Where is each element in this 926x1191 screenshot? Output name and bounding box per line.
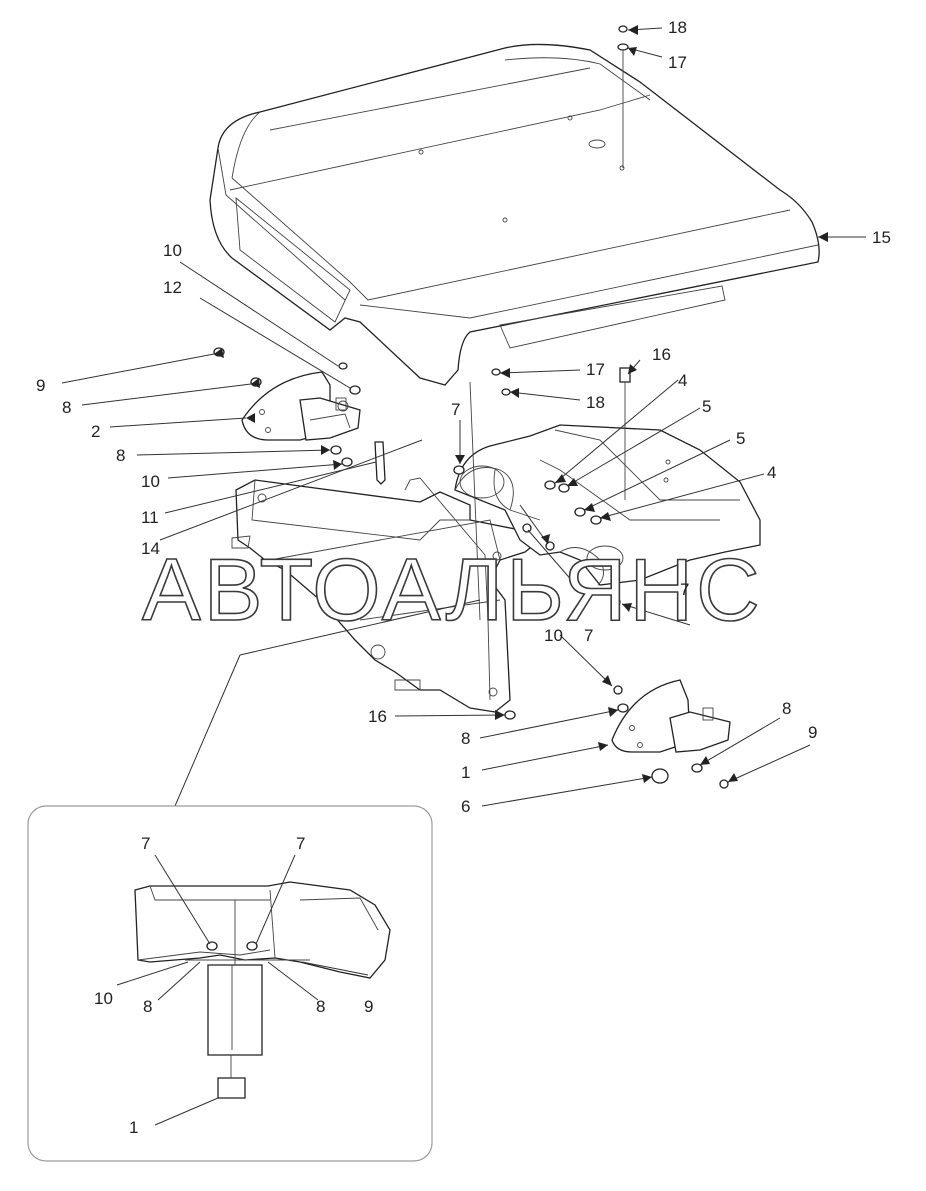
callout-16-bottom: 16 [368, 707, 387, 726]
callout-7-lower: 7 [584, 626, 593, 645]
detail-inset [27, 805, 433, 1162]
callout-1-main: 1 [461, 763, 470, 782]
inset-callout-7-left: 7 [141, 834, 150, 853]
callouts-inset: 7 7 10 8 8 9 1 [94, 834, 373, 1137]
callout-10-left: 10 [141, 472, 160, 491]
callout-9-right: 9 [808, 723, 817, 742]
callout-8-left-lower: 8 [116, 446, 125, 465]
callout-7-right: 7 [680, 580, 689, 599]
callout-18-mid: 18 [586, 393, 605, 412]
callout-15: 15 [872, 228, 891, 247]
callouts-main: 18 17 15 10 12 9 8 2 8 10 11 14 7 17 18 … [36, 18, 891, 816]
callout-10-upper: 10 [163, 241, 182, 260]
callout-5-lower: 5 [736, 429, 745, 448]
bracket-left [241, 371, 361, 441]
base-frame [231, 477, 542, 713]
callout-8-right: 8 [782, 699, 791, 718]
callout-7-center: 7 [451, 400, 460, 419]
callout-17-top: 17 [668, 53, 687, 72]
inset-callout-7-right: 7 [296, 834, 305, 853]
callout-5-upper: 5 [702, 397, 711, 416]
callout-9-left: 9 [36, 376, 45, 395]
callout-10-lower: 10 [544, 626, 563, 645]
inset-callout-9: 9 [364, 997, 373, 1016]
inset-callout-10: 10 [94, 989, 113, 1008]
housing [454, 424, 761, 586]
arrowheads [214, 25, 828, 783]
callout-17-mid: 17 [586, 360, 605, 379]
callout-14: 14 [141, 539, 160, 558]
callout-8-bottom: 8 [461, 729, 470, 748]
inset-callout-8-left: 8 [143, 997, 152, 1016]
callout-4-upper: 4 [678, 371, 687, 390]
callout-16-top: 16 [652, 345, 671, 364]
callout-2: 2 [91, 422, 100, 441]
callout-12: 12 [163, 278, 182, 297]
inset-callout-1: 1 [129, 1118, 138, 1137]
callout-11: 11 [141, 508, 159, 527]
callout-4-lower: 4 [767, 463, 776, 482]
inset-callout-8-right: 8 [316, 997, 325, 1016]
cover-panel [209, 43, 820, 386]
callout-18-top: 18 [668, 18, 687, 37]
callout-6: 6 [461, 797, 470, 816]
bracket-right [611, 679, 731, 753]
watermark-text: АВТОАЛЬЯНС [142, 540, 763, 639]
callout-8-left: 8 [62, 398, 71, 417]
